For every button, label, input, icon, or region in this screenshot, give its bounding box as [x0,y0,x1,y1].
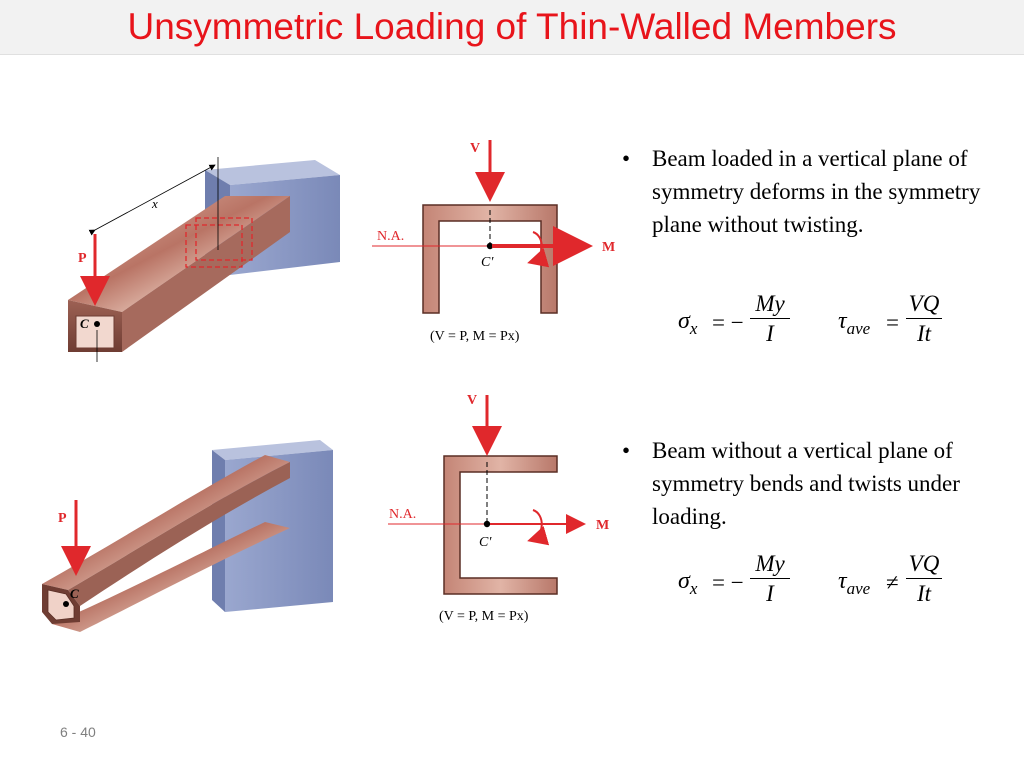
top-moment-label: M [602,240,615,255]
bottom-moment-curl [527,509,550,546]
top-load-label: P [78,251,87,266]
bullet-2: • Beam without a vertical plane of symme… [622,434,1017,533]
bottom-na-label: N.A. [389,507,416,522]
top-na-label: N.A. [377,229,404,244]
eq-bottom-eq2: ≠ [886,570,899,595]
top-caption: (V = P, M = Px) [430,329,520,344]
bottom-load-label: P [58,511,67,526]
bullet-1: • Beam loaded in a vertical plane of sym… [622,142,1017,241]
top-shear-label: V [470,141,480,156]
bullet-dot: • [622,438,631,463]
bottom-caption: (V = P, M = Px) [439,609,529,624]
slide-title: Unsymmetric Loading of Thin-Walled Membe… [127,6,897,47]
top-beam [68,196,290,352]
eq-bottom-sigma: σx [678,568,698,598]
bullet-2-text: Beam without a vertical plane of symmetr… [652,438,960,529]
bottom-centroid-label: C [70,586,79,601]
bottom-moment-label: M [596,518,609,533]
top-dimension [88,157,219,362]
bullet-dot: • [622,146,631,171]
bottom-shear-label: V [467,393,477,408]
top-moment-curl [527,231,550,268]
eq-bottom-tau: τave [838,568,871,598]
eq-top-eq1: = − [712,310,744,335]
top-shear-center-label: C′ [481,255,494,270]
bottom-shear-center-dot [483,520,491,528]
eq-bottom-eq1: = − [712,570,744,595]
bottom-shear-center-label: C′ [479,535,492,550]
bottom-centroid-dot [63,601,69,607]
bottom-beam [42,455,290,632]
bullet-1-text: Beam loaded in a vertical plane of symme… [652,146,981,237]
title-bar [0,0,1024,55]
top-centroid-dot [94,321,100,327]
bottom-section [443,455,558,595]
eq-top-eq2: = [886,310,899,335]
eq-top-sigma: σx [678,308,698,338]
page-number: 6 - 40 [60,724,96,740]
eq-top-tau: τave [838,308,871,338]
top-shear-center-dot [486,242,494,250]
top-centroid-label: C [80,316,89,331]
top-dist-label: x [151,196,158,211]
